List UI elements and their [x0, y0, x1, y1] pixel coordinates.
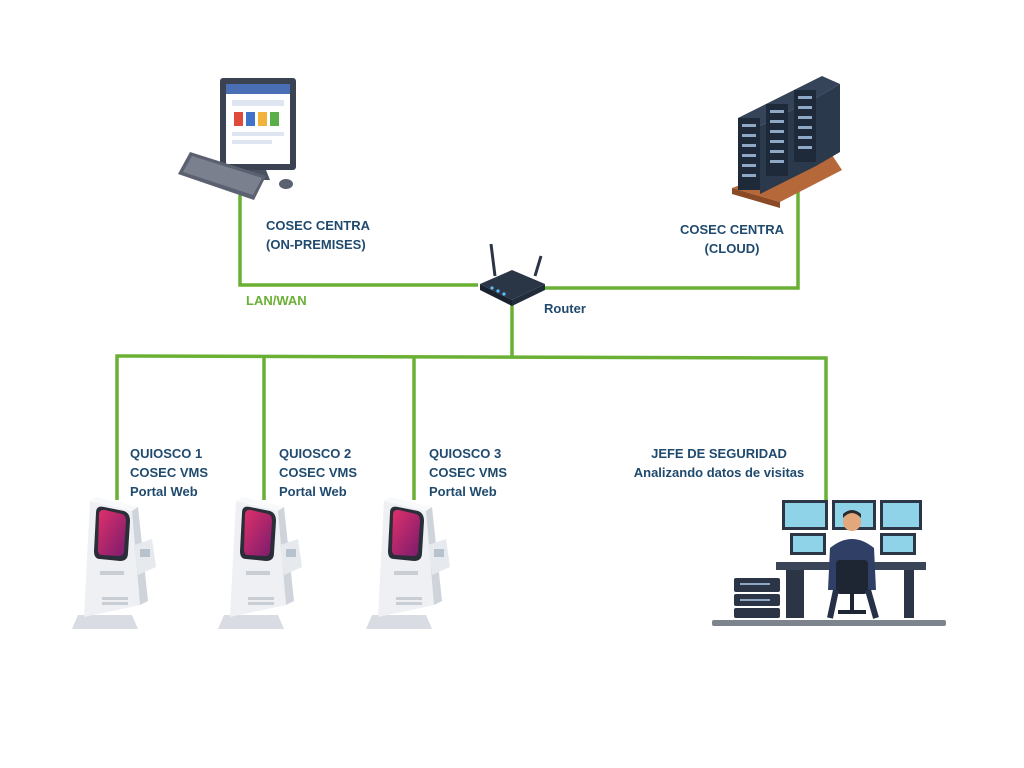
security-chief-label: JEFE DE SEGURIDAD Analizando datos de vi…	[616, 444, 822, 482]
security-chief-line1: JEFE DE SEGURIDAD	[651, 446, 787, 461]
kiosk-2-line1: QUIOSCO 2	[279, 446, 352, 461]
kiosk-1-line3: Portal Web	[130, 484, 198, 499]
router-label: Router	[544, 301, 586, 316]
security-desk-icon	[712, 500, 946, 626]
network-label: LAN/WAN	[246, 293, 307, 308]
kiosk-1-line1: QUIOSCO 1	[130, 446, 203, 461]
line-on-premises	[238, 195, 478, 287]
kiosk-2-line2: COSEC VMS	[279, 465, 358, 480]
kiosk-3-label: QUIOSCO 3 COSEC VMS Portal Web	[429, 444, 507, 501]
kiosk-2-line3: Portal Web	[279, 484, 347, 499]
server-rack-icon	[732, 76, 842, 208]
kiosk-1-line2: COSEC VMS	[130, 465, 209, 480]
kiosk-2-label: QUIOSCO 2 COSEC VMS Portal Web	[279, 444, 357, 501]
kiosk-icon	[366, 497, 450, 629]
on-premises-label: COSEC CENTRA (ON-PREMISES)	[266, 216, 370, 254]
kiosk-icon	[218, 497, 302, 629]
on-premises-line1: COSEC CENTRA	[266, 218, 371, 233]
desktop-computer-icon	[178, 78, 296, 200]
security-chief-line2: Analizando datos de visitas	[633, 465, 805, 480]
cloud-line1: COSEC CENTRA	[679, 222, 784, 237]
kiosk-icon	[72, 497, 156, 629]
cloud-label: COSEC CENTRA (CLOUD)	[676, 220, 788, 258]
line-distribution-bus	[115, 354, 828, 500]
kiosk-3-line3: Portal Web	[429, 484, 497, 499]
kiosk-3-line1: QUIOSCO 3	[429, 446, 502, 461]
kiosk-1-label: QUIOSCO 1 COSEC VMS Portal Web	[130, 444, 208, 501]
kiosk-3-line2: COSEC VMS	[429, 465, 508, 480]
line-cloud	[545, 192, 800, 290]
network-lines	[115, 192, 828, 500]
on-premises-line2: (ON-PREMISES)	[266, 237, 366, 252]
router-icon	[480, 243, 545, 306]
cloud-line2: (CLOUD)	[704, 241, 760, 256]
